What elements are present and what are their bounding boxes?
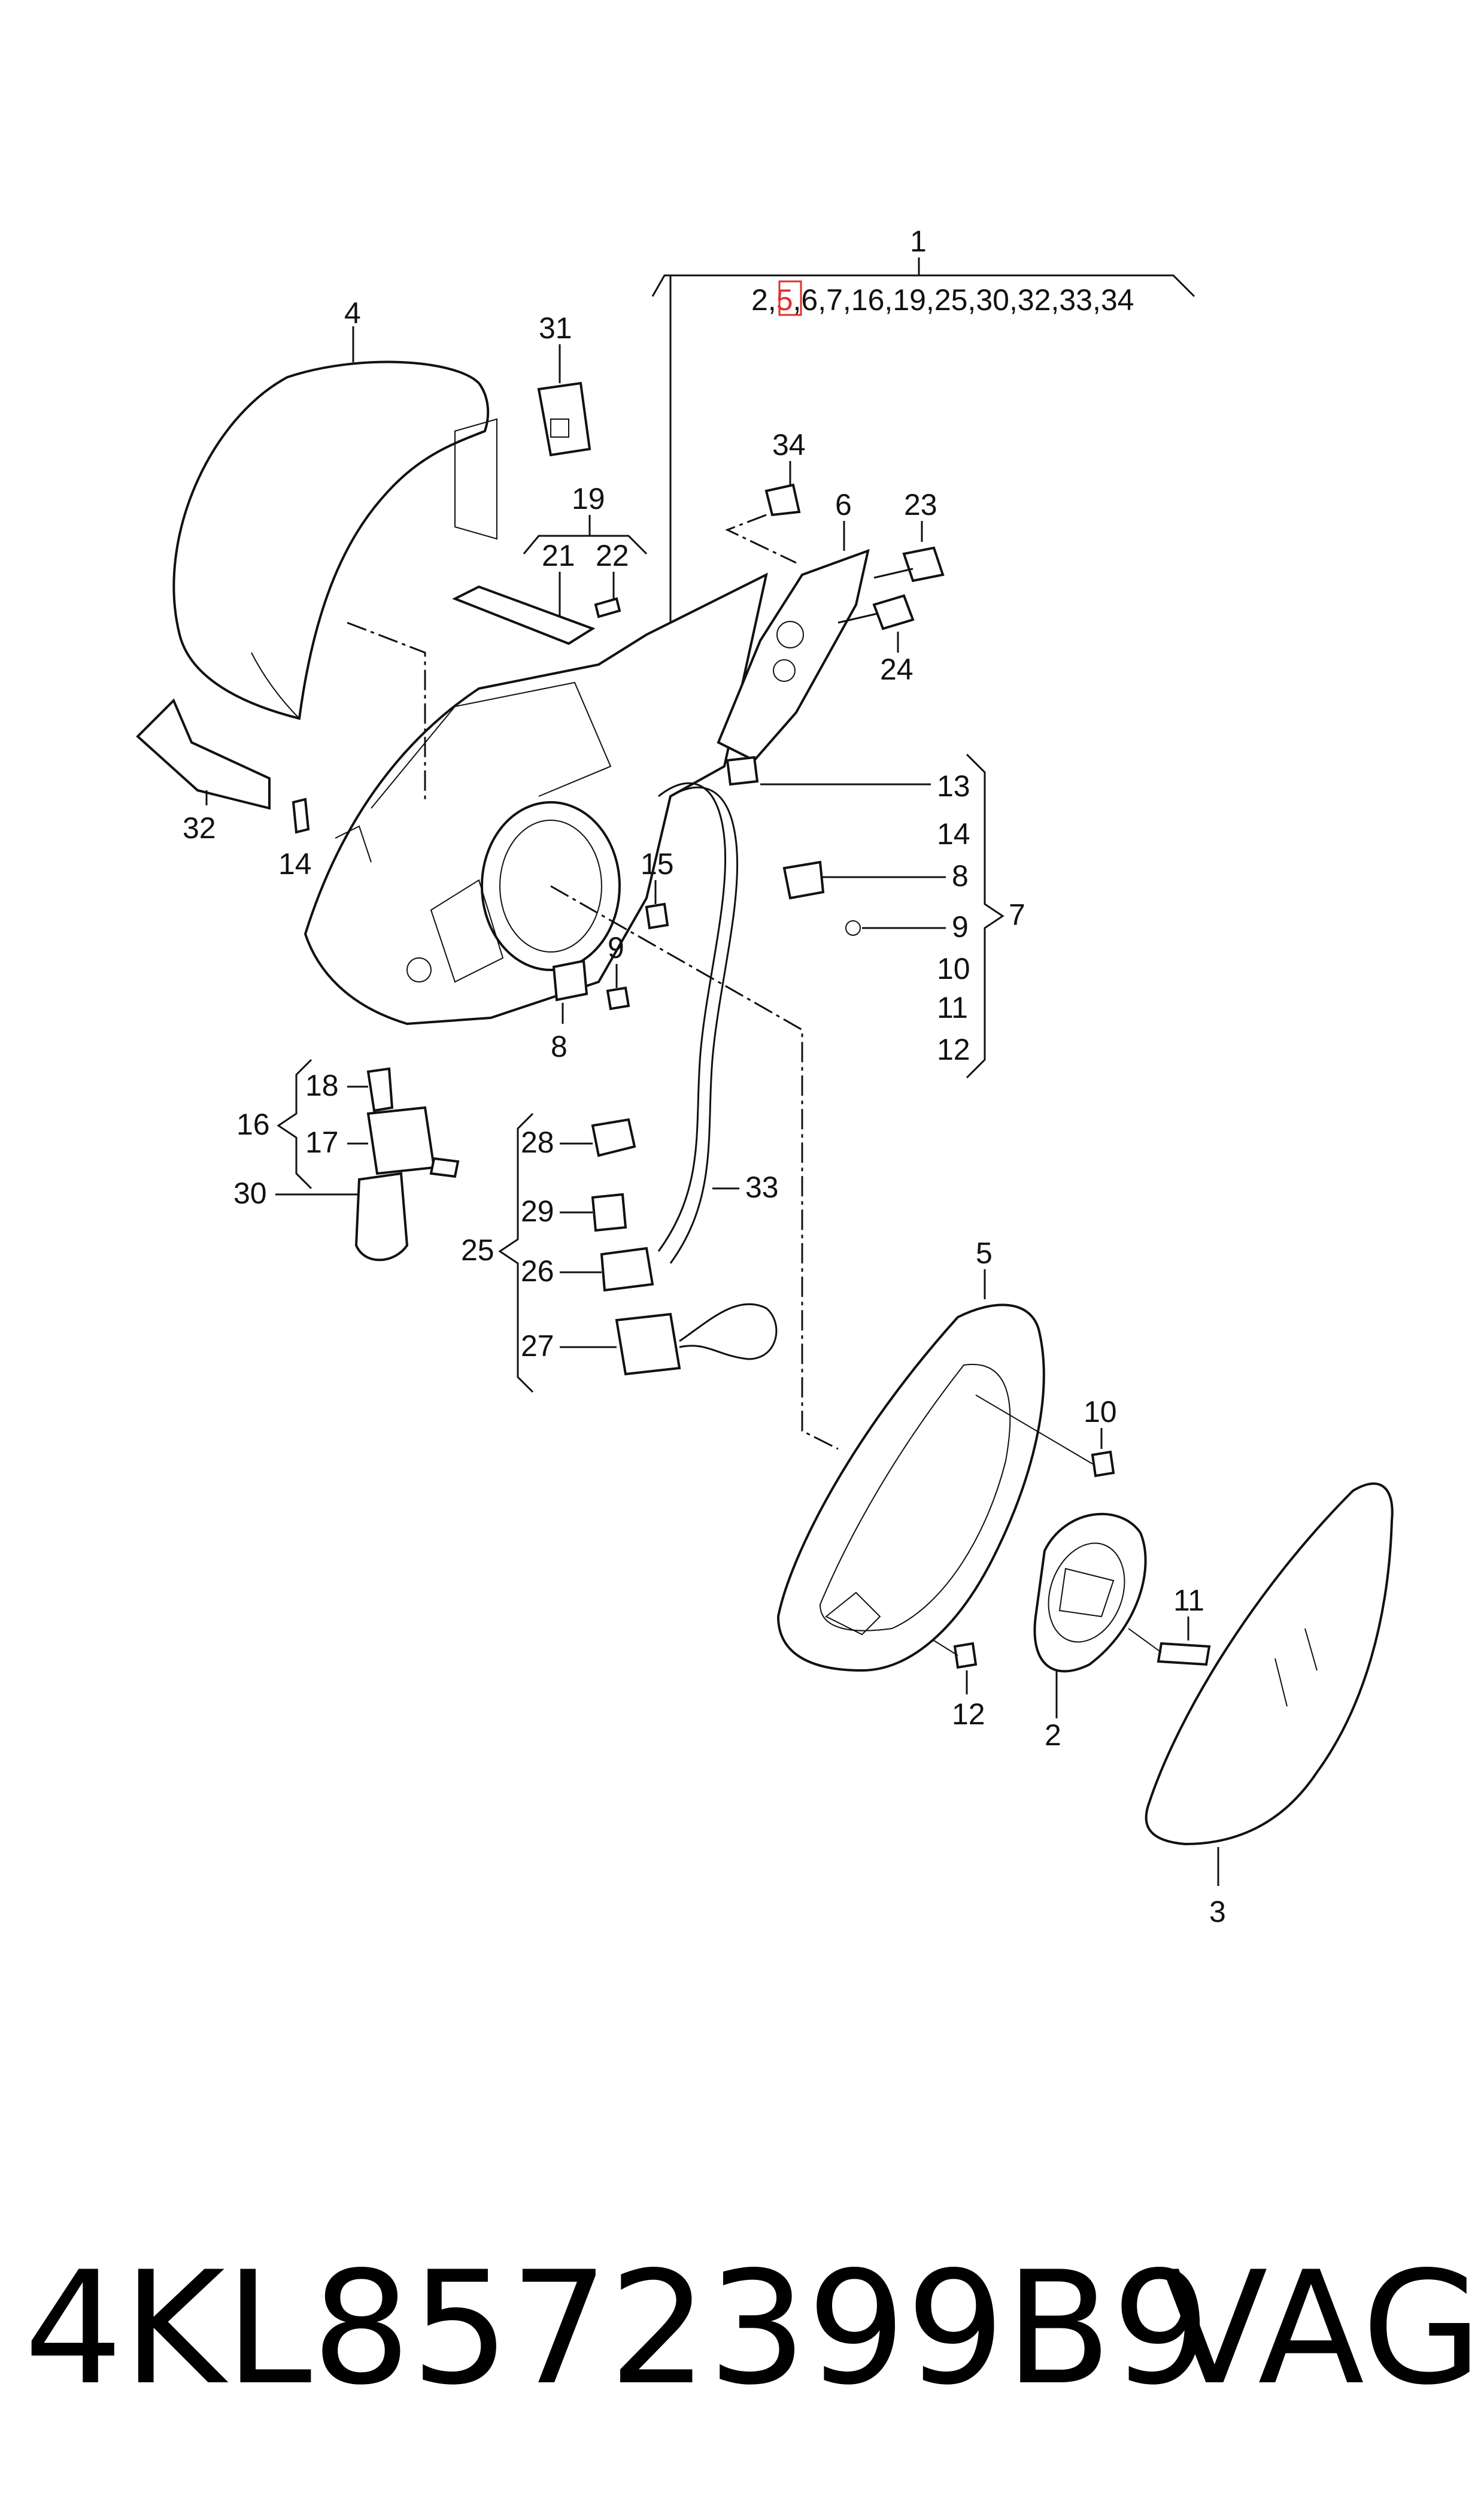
brand-text: VAG [1161,2239,1482,2419]
part-7-group: 7 13 14 8 9 10 11 12 [726,753,1025,1079]
callout-11a: 11 [1173,1584,1204,1617]
part-19-group: 19 21 22 [452,482,648,645]
callout-21: 21 [542,539,575,572]
callout-9a: 9 [608,931,624,965]
housing-callouts: 15 9 8 [551,847,674,1063]
part-33-harness: 33 [657,782,779,1360]
part-4-mirror-cap: 4 [172,296,497,720]
part-32-trim: 32 14 [136,698,312,881]
callout-4: 4 [344,296,361,330]
callout-19: 19 [572,482,605,515]
assembly-axis-line [550,885,839,1450]
callout-22: 22 [596,539,629,572]
callout-26: 26 [521,1254,554,1288]
callout-10b: 10 [937,952,970,985]
callout-12a: 12 [952,1697,985,1731]
callout-27: 27 [521,1329,554,1363]
callout-14a: 14 [278,847,312,881]
part-3-mirror-glass: 3 [1145,1482,1394,1928]
callout-8b: 8 [952,859,969,893]
assembly-bracket: 1 2,5,6,7,16,19,25,30,32,33,34 [651,225,1195,629]
callout-32: 32 [183,811,216,845]
callout-25: 25 [461,1233,494,1267]
cap-axis-line [347,621,426,802]
callout-12b: 12 [937,1033,970,1066]
callout-6: 6 [835,488,852,521]
part-31-cap-insert: 31 [537,311,591,457]
part-number-text: 4KL8572399B9 [24,2239,1211,2419]
part-16-group: 16 18 17 30 [233,1059,460,1261]
callout-14b: 14 [937,817,970,851]
callout-17: 17 [305,1126,339,1159]
assembly-list: 2,5,6,7,16,19,25,30,32,33,34 [751,283,1134,317]
callout-7: 7 [1009,898,1025,932]
callout-23: 23 [904,488,937,521]
callout-11b: 11 [937,991,968,1024]
callout-18: 18 [305,1069,339,1102]
callout-24: 24 [880,653,914,686]
part-2-adjuster-plate: 2 11 [1033,1512,1211,1752]
part-5-mirror-carrier: 5 10 12 [776,1236,1117,1731]
callout-3: 3 [1209,1895,1226,1928]
callout-1: 1 [910,225,927,258]
callout-13: 13 [937,769,970,803]
callout-16: 16 [236,1108,270,1141]
callout-8a: 8 [551,1030,567,1063]
callout-10a: 10 [1084,1395,1117,1429]
callout-29: 29 [521,1194,554,1228]
part-housing [304,572,768,1026]
part-25-group: 25 28 29 26 27 [461,1112,681,1393]
callout-31: 31 [539,311,572,345]
callout-15: 15 [641,847,674,881]
callout-34: 34 [772,428,806,462]
part-6-group: 34 6 23 24 [717,428,945,762]
callout-28: 28 [521,1126,554,1159]
callout-33: 33 [745,1170,779,1204]
callout-9b: 9 [952,910,969,944]
callout-2: 2 [1045,1718,1061,1752]
callout-30: 30 [233,1176,267,1210]
highlight-box [778,280,802,316]
callout-5: 5 [976,1236,993,1270]
